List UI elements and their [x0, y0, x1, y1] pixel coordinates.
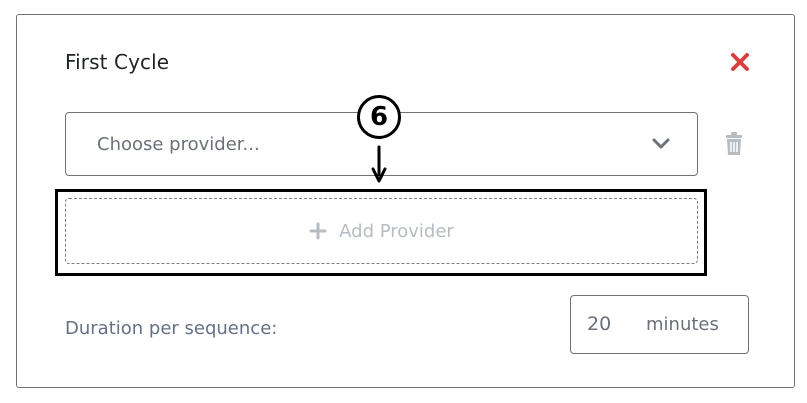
- add-provider-highlight: [55, 189, 707, 276]
- arrow-down-icon: [371, 145, 387, 183]
- duration-unit: minutes: [646, 314, 719, 335]
- close-button[interactable]: [728, 50, 752, 74]
- cycle-card: First Cycle Choose provider... Add Provi…: [16, 14, 795, 388]
- step-number: 6: [369, 102, 389, 132]
- delete-provider-button[interactable]: [724, 132, 744, 156]
- duration-input[interactable]: [587, 313, 627, 335]
- add-provider-label: Add Provider: [339, 220, 454, 242]
- add-provider-button[interactable]: Add Provider: [65, 198, 698, 264]
- plus-icon: [309, 222, 327, 240]
- duration-field[interactable]: minutes: [570, 295, 749, 354]
- provider-select-placeholder: Choose provider...: [97, 134, 260, 155]
- cycle-title: First Cycle: [65, 50, 170, 74]
- chevron-down-icon: [652, 138, 670, 149]
- trash-icon: [726, 132, 742, 155]
- step-number-badge: 6: [357, 95, 401, 139]
- close-icon: [731, 53, 749, 71]
- duration-label: Duration per sequence:: [65, 318, 278, 339]
